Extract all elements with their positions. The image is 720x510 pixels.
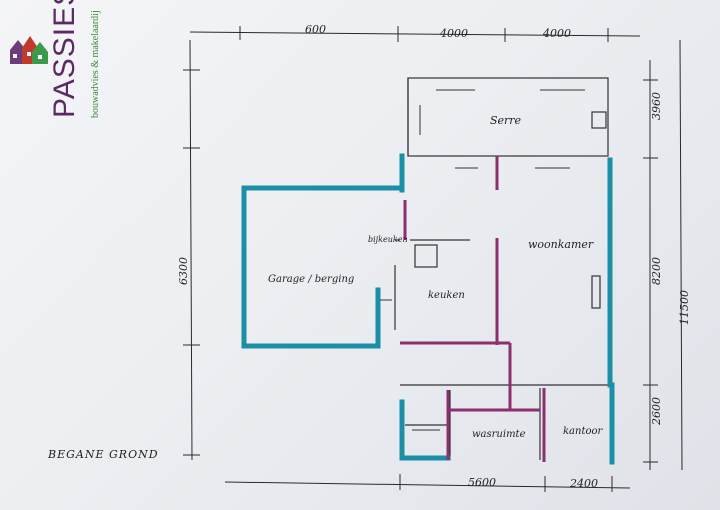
dim-right-low: 2600 xyxy=(650,397,663,426)
interior-walls xyxy=(400,156,546,462)
room-serre: Serre xyxy=(490,114,522,127)
passies-logo: PASSIES bouwadvies & makelaardij xyxy=(8,0,104,132)
plan-title: BEGANE GROND xyxy=(47,448,159,461)
dim-left-height: 6300 xyxy=(177,257,190,285)
dim-top-left: 600 xyxy=(305,23,326,36)
dim-right-top: 3960 xyxy=(650,92,663,120)
dim-right-mid: 8200 xyxy=(650,257,663,285)
room-keuken: keuken xyxy=(428,290,465,301)
dim-bottom-right: 2400 xyxy=(569,477,598,490)
room-woonkamer: woonkamer xyxy=(528,238,594,251)
outer-walls xyxy=(241,153,615,465)
dim-top-right: 4000 xyxy=(542,27,571,40)
dim-top-mid: 4000 xyxy=(439,27,468,40)
room-bijkeuken: bijkeuken xyxy=(368,235,408,244)
dimension-lines xyxy=(183,26,683,492)
window-marks xyxy=(380,89,585,431)
room-wasruimte: wasruimte xyxy=(472,429,526,440)
pencil-walls xyxy=(394,77,612,460)
room-garage: Garage / berging xyxy=(268,274,354,285)
room-kantoor: kantoor xyxy=(563,426,604,437)
dim-right-total: 11500 xyxy=(678,290,691,325)
houses-icon xyxy=(10,36,48,64)
dim-bottom-left: 5600 xyxy=(468,476,496,489)
